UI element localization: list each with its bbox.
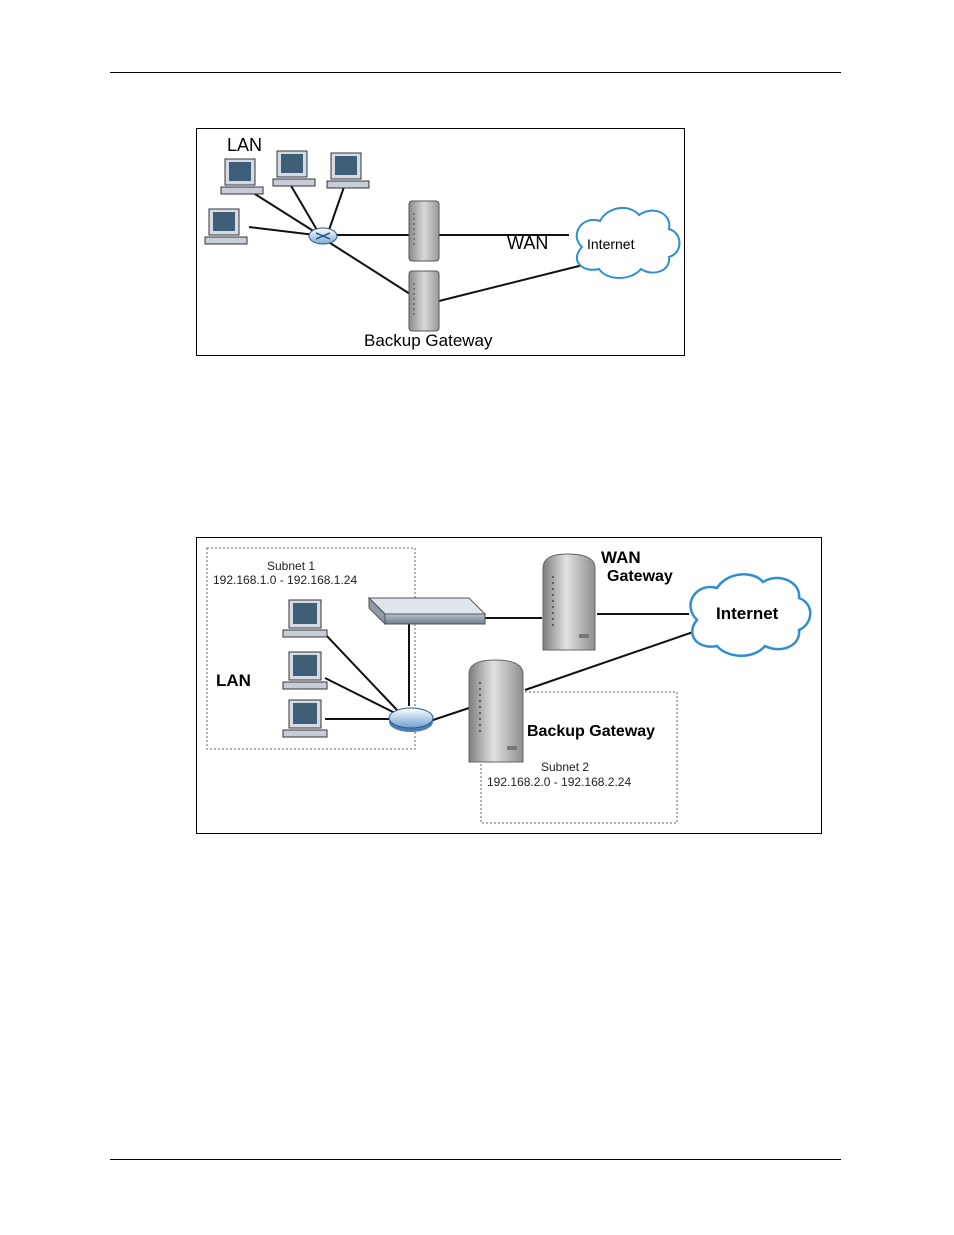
pc-icon	[273, 151, 315, 186]
figure-backup-gateway-subnets: Subnet 1 192.168.1.0 - 192.168.1.24 LAN …	[196, 537, 822, 834]
wan-gateway-device	[543, 554, 595, 650]
switch-device	[369, 598, 485, 624]
backup-gateway-label: Backup Gateway	[364, 332, 493, 349]
router-icon	[309, 228, 337, 244]
wan-label: WAN	[507, 234, 548, 252]
gateway-label: Gateway	[607, 569, 673, 585]
pc-icon	[283, 600, 327, 637]
pc-icon	[283, 652, 327, 689]
subnet1-range: 192.168.1.0 - 192.168.1.24	[213, 574, 357, 586]
lan-label: LAN	[216, 672, 251, 689]
footer-rule	[110, 1159, 841, 1160]
subnet2-range: 192.168.2.0 - 192.168.2.24	[487, 776, 631, 788]
internet-label: Internet	[587, 237, 634, 251]
backup-gateway-device	[469, 660, 523, 762]
backup-gateway-label: Backup Gateway	[527, 724, 655, 740]
wan-label: WAN	[601, 549, 641, 566]
wan-gateway-device	[409, 201, 439, 261]
pc-icon	[327, 153, 369, 188]
subnet2-title: Subnet 2	[541, 761, 589, 773]
internet-label: Internet	[716, 605, 778, 622]
lan-label: LAN	[227, 136, 262, 154]
backup-gateway-device	[409, 271, 439, 331]
router-icon	[389, 708, 433, 732]
pc-icon	[283, 700, 327, 737]
pc-icon	[205, 209, 247, 244]
figure-backup-gateway-basic: LAN WAN Internet Backup Gateway	[196, 128, 685, 356]
pc-icon	[221, 159, 263, 194]
header-rule	[110, 72, 841, 73]
subnet1-title: Subnet 1	[267, 560, 315, 572]
